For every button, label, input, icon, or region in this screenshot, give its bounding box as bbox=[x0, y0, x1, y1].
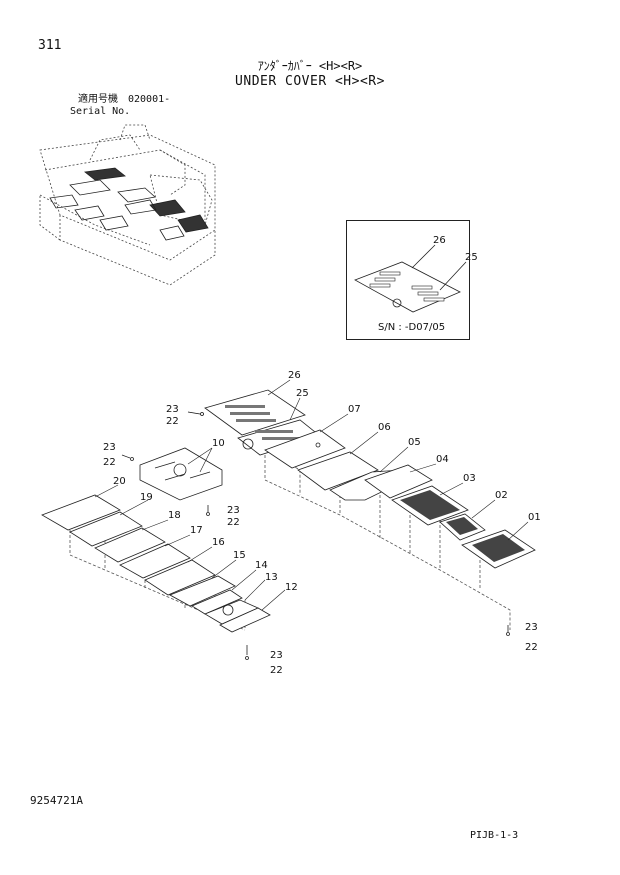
callout-23-left: 23 bbox=[103, 442, 116, 453]
part-07-cover bbox=[264, 429, 346, 469]
overview-cover-plates bbox=[49, 167, 209, 241]
part-16-cover bbox=[144, 559, 216, 596]
callout-26: 26 bbox=[288, 370, 301, 381]
callout-23-mid: 23 bbox=[227, 505, 240, 516]
callout-16: 16 bbox=[212, 537, 225, 548]
callout-22-top: 22 bbox=[166, 416, 179, 427]
callout-05: 05 bbox=[408, 437, 421, 448]
callout-19: 19 bbox=[140, 492, 153, 503]
callout-12: 12 bbox=[285, 582, 298, 593]
part-02-grate bbox=[439, 513, 486, 541]
document-number: 9254721A bbox=[30, 794, 83, 807]
fastener-stack-top bbox=[187, 411, 204, 416]
part-14-cover bbox=[191, 589, 243, 615]
callout-18: 18 bbox=[168, 510, 181, 521]
callout-15: 15 bbox=[233, 550, 246, 561]
callout-20: 20 bbox=[113, 476, 126, 487]
callout-17: 17 bbox=[190, 525, 203, 536]
part-12-cover bbox=[219, 607, 271, 633]
inset-callout-25: 25 bbox=[465, 252, 478, 263]
fastener-stack-left bbox=[121, 454, 134, 461]
part-20-cover bbox=[41, 494, 121, 531]
part-04-cover bbox=[364, 464, 433, 499]
page-title-japanese: ｱﾝﾀﾞｰｶﾊﾞｰ <H><R> bbox=[257, 59, 363, 73]
part-26-mat bbox=[204, 389, 306, 436]
inset-detail-box bbox=[346, 220, 470, 340]
callout-23-bottom-right: 23 bbox=[525, 622, 538, 633]
callout-14: 14 bbox=[255, 560, 268, 571]
callout-03: 03 bbox=[463, 473, 476, 484]
callout-01: 01 bbox=[528, 512, 541, 523]
callout-22-left: 22 bbox=[103, 457, 116, 468]
callout-25: 25 bbox=[296, 388, 309, 399]
machine-overview-sketch bbox=[39, 124, 216, 286]
callout-10: 10 bbox=[212, 438, 225, 449]
page-number: 311 bbox=[38, 38, 62, 53]
callout-06: 06 bbox=[378, 422, 391, 433]
callout-07: 07 bbox=[348, 404, 361, 415]
inset-callout-26: 26 bbox=[433, 235, 446, 246]
callout-22-mid: 22 bbox=[227, 517, 240, 528]
serial-label: Serial No. bbox=[70, 106, 131, 117]
fastener-stack-mid bbox=[206, 505, 210, 516]
page-code: PIJB-1-3 bbox=[470, 830, 519, 841]
part-15-cover bbox=[169, 575, 236, 607]
part-10-plate bbox=[139, 447, 223, 501]
inset-serial-note: S/N : -D07/05 bbox=[378, 322, 446, 333]
fastener-stack-bottom-right bbox=[506, 625, 510, 636]
part-19-cover bbox=[69, 511, 143, 547]
part-18-cover bbox=[94, 527, 166, 563]
callout-13: 13 bbox=[265, 572, 278, 583]
callout-23-bottom-left: 23 bbox=[270, 650, 283, 661]
callout-23-top: 23 bbox=[166, 404, 179, 415]
fastener-stack-bottom-left bbox=[245, 645, 249, 660]
callout-22-bottom-right: 22 bbox=[525, 642, 538, 653]
page-title: UNDER COVER <H><R> bbox=[235, 74, 385, 89]
part-06-cover bbox=[297, 451, 379, 491]
serial-value: 020001- bbox=[128, 94, 171, 105]
callout-02: 02 bbox=[495, 490, 508, 501]
part-03-grate bbox=[391, 485, 469, 526]
serial-label-japanese: 適用号機 bbox=[78, 94, 118, 105]
callout-04: 04 bbox=[436, 454, 449, 465]
inset-drawing bbox=[354, 244, 467, 313]
part-17-cover bbox=[119, 543, 191, 579]
part-01-grate bbox=[461, 529, 536, 569]
callout-22-bottom-left: 22 bbox=[270, 665, 283, 676]
